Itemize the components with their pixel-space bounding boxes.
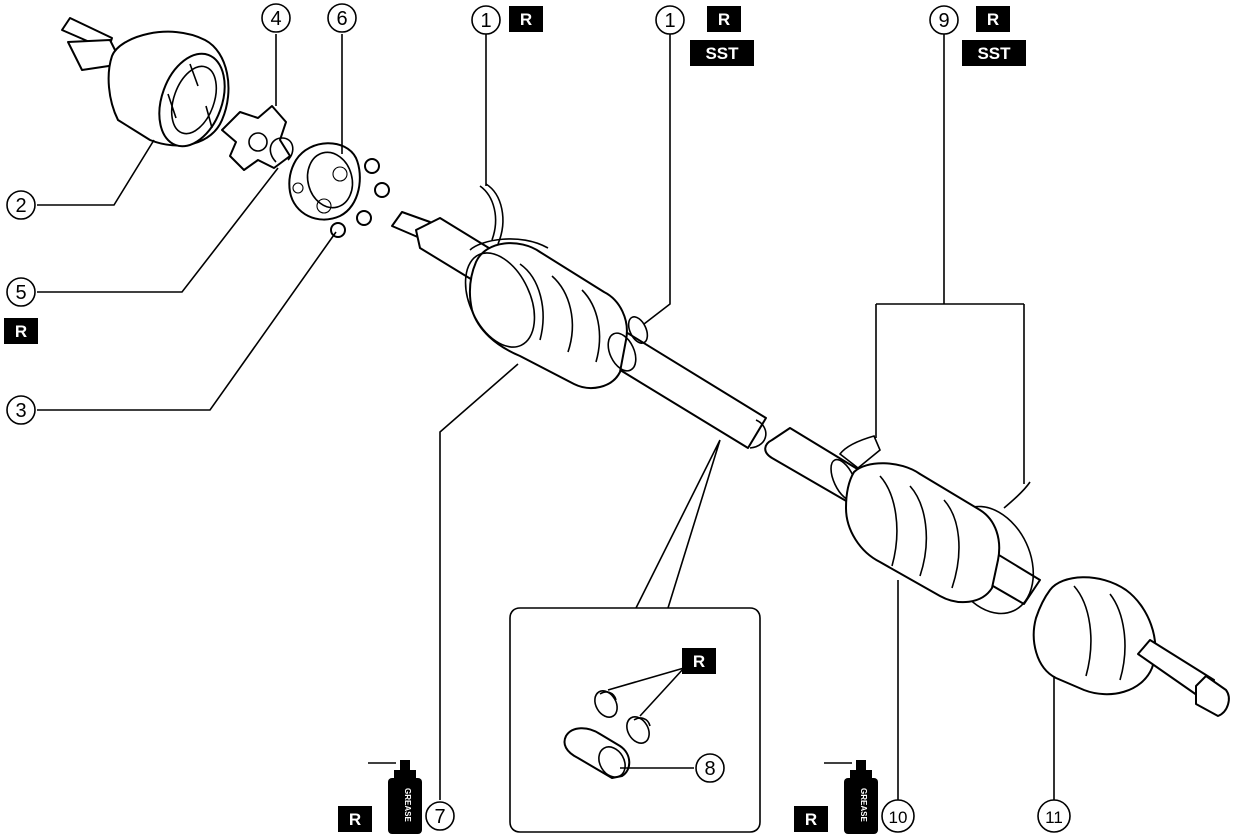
callout-1-middle-label: 1 (664, 10, 675, 32)
replace-badge-grease-left: R (338, 806, 372, 832)
callout-3: 3 (6, 395, 36, 425)
inner-boot-part (464, 242, 637, 389)
callout-7: 7 (425, 801, 455, 831)
dynamic-damper-part (563, 727, 631, 779)
replace-badge-text: R (349, 810, 361, 829)
outer-race-part (61, 17, 230, 148)
replace-badge-5: R (4, 318, 38, 344)
replace-badge-grease-right: R (794, 806, 828, 832)
sst-badge-1-middle: SST (690, 40, 754, 66)
callout-4: 4 (261, 3, 291, 33)
snap-ring-part (269, 137, 294, 163)
replace-badge-text: R (987, 10, 999, 29)
replace-badge-text: R (520, 10, 532, 29)
callout-9: 9 (929, 5, 959, 35)
grease-can-left-icon: GREASE (368, 760, 422, 834)
callout-5: 5 (6, 277, 36, 307)
callout-11: 11 (1037, 799, 1071, 833)
callout-2: 2 (6, 190, 36, 220)
callout-3-label: 3 (15, 400, 26, 422)
callout-7-label: 7 (434, 806, 445, 828)
inset-clamps-part (594, 690, 651, 744)
replace-badge-inset: R (682, 648, 716, 674)
callout-6-label: 6 (336, 8, 347, 30)
callout-1-middle: 1 (655, 5, 685, 35)
callout-10: 10 (881, 799, 915, 833)
callout-6: 6 (327, 3, 357, 33)
grease-label-left: GREASE (403, 788, 412, 822)
callout-1-inner-label: 1 (480, 10, 491, 32)
sst-badge-text: SST (705, 44, 739, 63)
replace-badge-text: R (805, 810, 817, 829)
tripod-joint-part (221, 105, 291, 171)
replace-badge-text: R (718, 10, 730, 29)
replace-badge-9: R (976, 6, 1010, 32)
callout-11-label: 11 (1045, 808, 1063, 827)
callout-1-inner: 1 (471, 5, 501, 35)
callout-9-label: 9 (938, 10, 949, 32)
replace-badge-text: R (693, 652, 705, 671)
replace-badge-1-inner: R (509, 6, 543, 32)
callout-2-label: 2 (15, 195, 26, 217)
boot-band-inner-part (469, 183, 549, 251)
callout-4-label: 4 (270, 8, 281, 30)
leader-lines (37, 34, 1055, 800)
sst-badge-text: SST (977, 44, 1011, 63)
replace-badge-text: R (15, 322, 27, 341)
callout-10-label: 10 (889, 808, 908, 827)
replace-badge-1-middle: R (707, 6, 741, 32)
sst-badge-9: SST (962, 40, 1026, 66)
ball-cage-part (288, 142, 361, 221)
grease-label-right: GREASE (859, 788, 868, 822)
callout-8-label: 8 (704, 758, 715, 780)
inset-detail-box (509, 439, 761, 833)
grease-can-right-icon: GREASE (824, 760, 878, 834)
boot-clamp-inner-part (627, 316, 649, 344)
outer-boot-part (845, 462, 1001, 604)
outer-joint-part (1032, 576, 1230, 717)
callout-5-label: 5 (15, 282, 26, 304)
callout-8: 8 (695, 753, 725, 783)
